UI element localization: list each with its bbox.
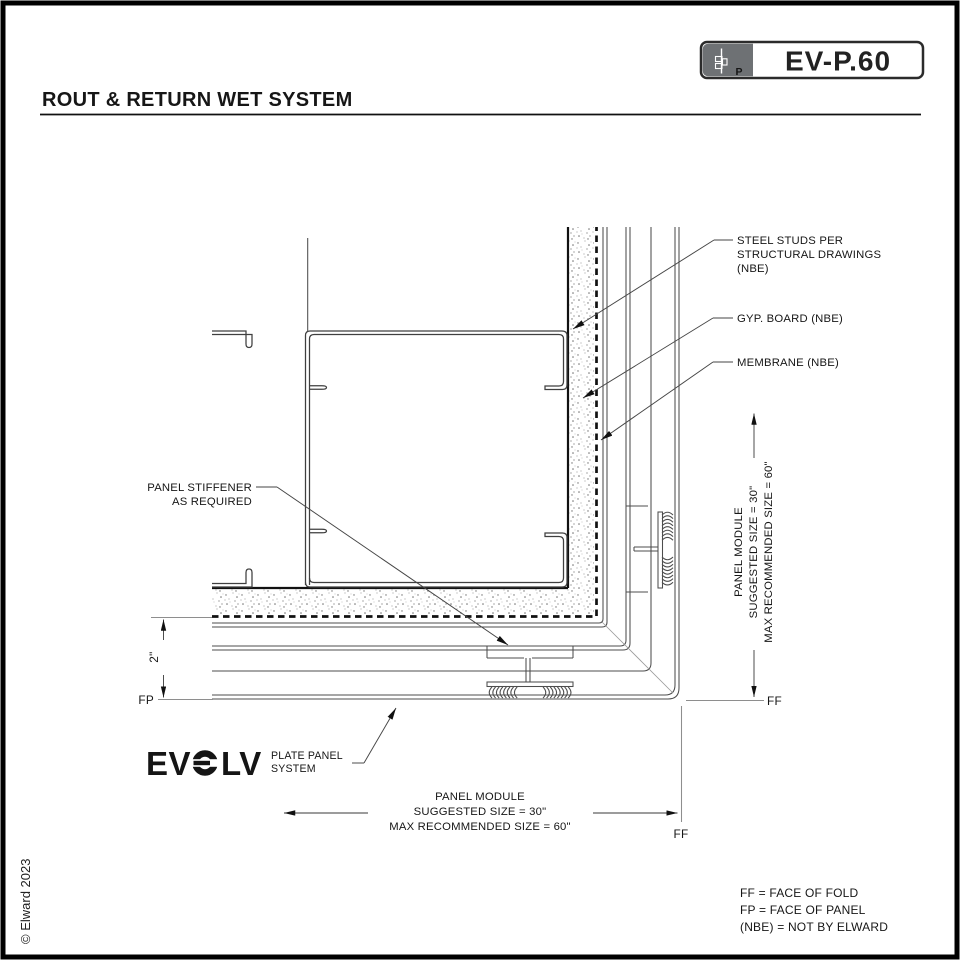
weld-coil-hatch bbox=[488, 686, 518, 699]
gyp-board-hatch bbox=[212, 227, 594, 614]
page-title: ROUT & RETURN WET SYSTEM bbox=[42, 89, 353, 111]
callout-text: (NBE) bbox=[737, 263, 769, 275]
module-right-line3: MAX RECOMMENDED SIZE = 60" bbox=[763, 461, 775, 643]
steel-stud-stub-top bbox=[212, 330, 253, 349]
module-right-line1: PANEL MODULE bbox=[733, 507, 745, 597]
module-bottom-line3: MAX RECOMMENDED SIZE = 60" bbox=[389, 821, 571, 833]
panel-joint-bottom bbox=[486, 646, 574, 699]
ff-reference-right: FF bbox=[686, 694, 782, 708]
brand-text-right: LV bbox=[221, 745, 262, 782]
module-right-line2: SUGGESTED SIZE = 30" bbox=[748, 486, 760, 619]
callout-text: PANEL STIFFENER bbox=[147, 482, 252, 494]
ff-reference-bottom: FF bbox=[673, 706, 688, 841]
fp-label: FP bbox=[138, 693, 154, 707]
legend-line: (NBE) = NOT BY ELWARD bbox=[740, 920, 888, 934]
steel-stud-bottom bbox=[304, 528, 568, 588]
dimension-2in: 2" FP bbox=[138, 616, 213, 707]
steel-stud-top bbox=[304, 330, 568, 585]
callout-membrane: MEMBRANE (NBE) bbox=[600, 357, 839, 441]
callout-text: STEEL STUDS PER bbox=[737, 235, 843, 247]
panel-clip-icon bbox=[714, 48, 728, 74]
module-bottom-line2: SUGGESTED SIZE = 30" bbox=[414, 806, 547, 818]
legend-line: FF = FACE OF FOLD bbox=[740, 886, 859, 900]
panel-joint-right bbox=[626, 505, 674, 593]
badge-icon-letter: P bbox=[735, 66, 742, 78]
title-block: ROUT & RETURN WET SYSTEM bbox=[40, 89, 921, 116]
dimension-module-right: PANEL MODULE SUGGESTED SIZE = 30" MAX RE… bbox=[733, 413, 775, 697]
panel-stiffener-bar bbox=[657, 511, 664, 589]
evolv-logo: EV LV PLATE PANEL SYSTEM bbox=[146, 707, 397, 782]
badge-icon-background bbox=[702, 43, 753, 77]
offset-dimension-label: 2" bbox=[147, 651, 161, 662]
drawing-number: EV-P.60 bbox=[785, 46, 891, 77]
logo-subtitle-line2: SYSTEM bbox=[271, 763, 316, 775]
ff-label: FF bbox=[673, 827, 688, 841]
drawing-number-badge: P EV-P.60 bbox=[699, 40, 925, 80]
weld-coil-hatch bbox=[661, 556, 674, 586]
membrane-line bbox=[212, 227, 598, 618]
panel-assembly bbox=[212, 227, 680, 700]
weld-coil-hatch bbox=[661, 511, 674, 541]
callout-text: STRUCTURAL DRAWINGS bbox=[737, 249, 881, 261]
ff-label: FF bbox=[767, 694, 782, 708]
legend: FF = FACE OF FOLD FP = FACE OF PANEL (NB… bbox=[740, 886, 888, 934]
copyright-text: © Elward 2023 bbox=[18, 859, 33, 944]
callout-gyp-board: GYP. BOARD (NBE) bbox=[582, 313, 843, 399]
dimension-module-bottom: PANEL MODULE SUGGESTED SIZE = 30" MAX RE… bbox=[284, 791, 678, 833]
stud-lip bbox=[309, 528, 328, 534]
legend-line: FP = FACE OF PANEL bbox=[740, 903, 866, 917]
brand-o-glyph bbox=[190, 750, 220, 776]
callout-text: GYP. BOARD (NBE) bbox=[737, 313, 843, 325]
callout-text: AS REQUIRED bbox=[172, 496, 252, 508]
brand-text-left: EV bbox=[146, 745, 191, 782]
callout-text: MEMBRANE (NBE) bbox=[737, 357, 839, 369]
panel-stiffener-bar bbox=[486, 681, 574, 688]
callout-steel-studs: STEEL STUDS PER STRUCTURAL DRAWINGS (NBE… bbox=[572, 235, 881, 330]
weld-coil-hatch bbox=[542, 686, 572, 699]
callout-panel-stiffener: PANEL STIFFENER AS REQUIRED bbox=[147, 482, 509, 646]
corner-miter-line bbox=[600, 620, 674, 694]
logo-subtitle-line1: PLATE PANEL bbox=[271, 750, 343, 762]
steel-stud-stub-bottom bbox=[212, 568, 253, 588]
gyp-board-face-lines bbox=[212, 227, 570, 590]
module-bottom-line1: PANEL MODULE bbox=[435, 791, 525, 803]
stud-lip bbox=[309, 385, 328, 390]
